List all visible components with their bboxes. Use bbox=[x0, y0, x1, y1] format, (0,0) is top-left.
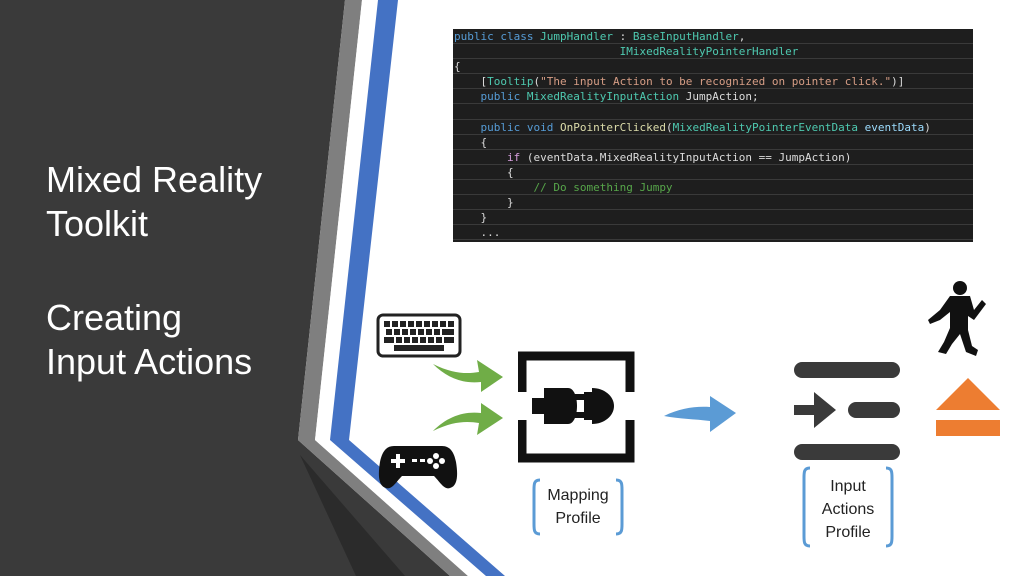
mapping-profile-label-line2: Profile bbox=[555, 510, 601, 527]
code-line: IMixedRealityPointerHandler bbox=[453, 44, 973, 60]
code-function: OnPointerClicked bbox=[559, 120, 666, 134]
code-indent bbox=[454, 121, 481, 134]
code-indent bbox=[454, 151, 507, 164]
code-type: IMixedRealityPointerHandler bbox=[619, 45, 799, 59]
code-type: JumpHandler bbox=[540, 30, 613, 43]
code-line: [Tooltip("The input Action to be recogni… bbox=[453, 74, 973, 90]
green-arrow-lower bbox=[433, 403, 503, 435]
code-text: : bbox=[612, 30, 633, 43]
code-text: JumpAction; bbox=[679, 90, 759, 104]
code-text bbox=[858, 121, 865, 134]
slide-subtitle-line2: Input Actions bbox=[46, 341, 253, 382]
white-separator-strip bbox=[315, 0, 486, 576]
blue-arrow bbox=[664, 396, 736, 432]
code-line: { bbox=[453, 135, 973, 150]
eject-icon bbox=[936, 378, 1000, 436]
slide-title-line2: Toolkit bbox=[46, 203, 149, 244]
code-parameter: eventData bbox=[864, 120, 925, 134]
code-text: )] bbox=[891, 75, 905, 89]
code-text: , bbox=[738, 30, 746, 43]
code-line: // Do something Jumpy bbox=[453, 180, 973, 196]
blue-accent-strip bbox=[330, 0, 505, 576]
dark-side-panel bbox=[0, 0, 450, 576]
code-keyword: public void bbox=[480, 120, 560, 134]
input-actions-label-line1: Input bbox=[830, 478, 866, 495]
code-keyword: if bbox=[506, 150, 521, 164]
slide-subtitle-line1: Creating bbox=[46, 297, 183, 338]
code-keyword: public class bbox=[454, 30, 541, 43]
code-line: { bbox=[453, 165, 973, 180]
code-attribute: Tooltip bbox=[487, 75, 534, 89]
keyboard-icon bbox=[376, 313, 462, 358]
code-indent bbox=[454, 45, 620, 58]
plug-icon bbox=[518, 351, 635, 463]
code-text: [ bbox=[454, 75, 488, 89]
code-indent bbox=[454, 181, 533, 194]
code-snippet-panel: public class JumpHandler : BaseInputHand… bbox=[453, 29, 973, 242]
code-text: ( bbox=[533, 75, 541, 89]
input-actions-label-line3: Profile bbox=[825, 524, 871, 541]
code-keyword: public bbox=[480, 90, 527, 104]
code-line: } bbox=[453, 195, 973, 211]
lower-dark-wedge bbox=[300, 455, 405, 576]
code-comment: // Do something Jumpy bbox=[533, 180, 673, 194]
input-actions-icon bbox=[794, 362, 900, 460]
code-line: if (eventData.MixedRealityInputAction ==… bbox=[453, 150, 973, 165]
slide-title-line1: Mixed Reality bbox=[46, 159, 263, 200]
code-line: } bbox=[453, 210, 973, 226]
code-line: public void OnPointerClicked(MixedRealit… bbox=[453, 120, 973, 135]
input-actions-profile-bracket bbox=[802, 466, 894, 548]
code-indent bbox=[454, 90, 481, 103]
code-line: public MixedRealityInputAction JumpActio… bbox=[453, 89, 973, 105]
mapping-profile-label-line1: Mapping bbox=[547, 487, 609, 504]
code-string: "The input Action to be recognized on po… bbox=[540, 75, 892, 89]
code-type: MixedRealityInputAction bbox=[526, 90, 680, 104]
code-line bbox=[453, 104, 973, 120]
code-line: { bbox=[453, 59, 973, 75]
code-type: BaseInputHandler bbox=[632, 30, 739, 43]
jumping-person-icon bbox=[928, 281, 986, 356]
mapping-profile-bracket bbox=[532, 478, 624, 536]
gamepad-icon bbox=[378, 446, 458, 489]
code-type: MixedRealityPointerEventData bbox=[672, 120, 859, 134]
input-actions-label-line2: Actions bbox=[821, 501, 875, 518]
code-text: ( bbox=[665, 120, 673, 134]
gray-accent-strip bbox=[298, 0, 468, 576]
code-text: ) bbox=[924, 120, 931, 134]
code-line: ... bbox=[453, 225, 973, 241]
code-line: public class JumpHandler : BaseInputHand… bbox=[453, 29, 973, 45]
green-arrow-upper bbox=[433, 360, 503, 392]
code-text: (eventData.MixedRealityInputAction == Ju… bbox=[520, 150, 852, 164]
